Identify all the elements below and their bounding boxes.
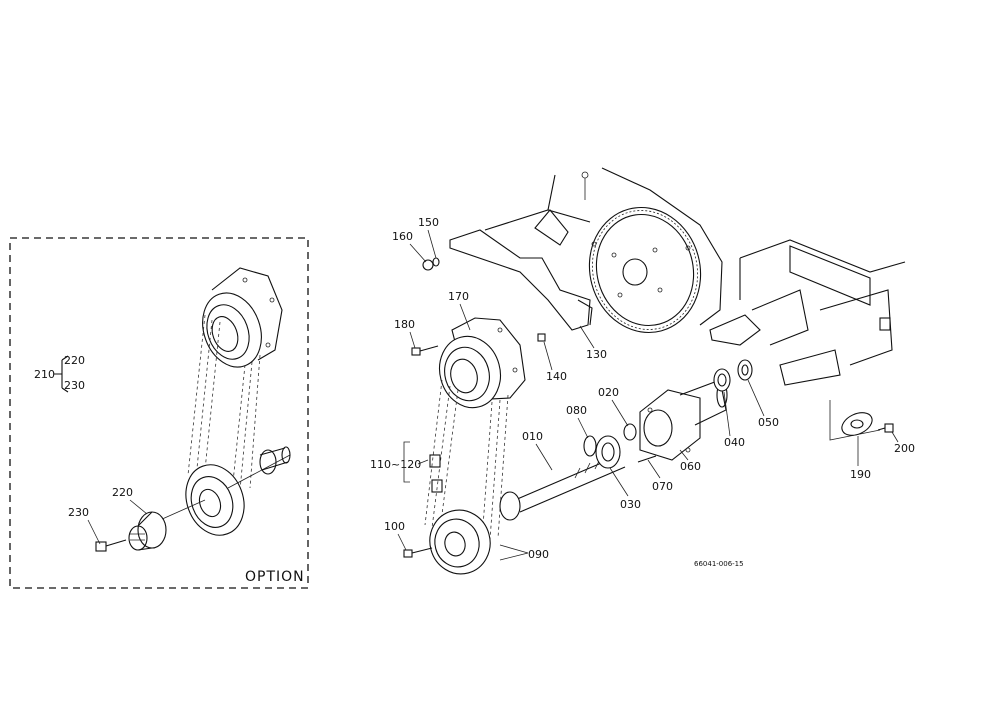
callout-100: 100 [384, 520, 405, 533]
bearing-030 [595, 435, 621, 469]
seal-050 [737, 359, 753, 381]
callout-010: 010 [522, 430, 543, 443]
upper-pulley-170 [439, 317, 526, 409]
bolt-100 [403, 549, 413, 558]
callout-070: 070 [652, 480, 673, 493]
callout-140: 140 [546, 370, 567, 383]
flywheel [588, 206, 702, 334]
option-belts [187, 314, 261, 493]
washer-150 [432, 257, 440, 267]
callout-030: 030 [620, 498, 641, 511]
callout-130: 130 [586, 348, 607, 361]
option-upper-pulley [202, 267, 283, 368]
option-lower-pulley [185, 464, 245, 536]
callout-220: 220 [112, 486, 133, 499]
callout-080: 080 [566, 404, 587, 417]
callout-050: 050 [758, 416, 779, 429]
option-label: OPTION [245, 569, 305, 585]
option-bolt [95, 539, 127, 552]
callout-190: 190 [850, 468, 871, 481]
callout-150: 150 [418, 216, 439, 229]
callout-110-120: 110~120 [370, 458, 421, 471]
callout-090: 090 [528, 548, 549, 561]
bolt-180 [411, 347, 421, 356]
main-assembly: 150 160 170 180 130 140 020 080 010 030 … [370, 167, 915, 575]
housing-060 [639, 379, 728, 461]
callout-170: 170 [448, 290, 469, 303]
callout-020: 020 [598, 386, 619, 399]
lower-pulley [429, 509, 491, 575]
option-box: OPTION [9, 237, 309, 589]
bearing-040 [713, 368, 731, 392]
engine-cover [484, 167, 723, 326]
callout-210: 210 [34, 368, 55, 381]
callout-040: 040 [724, 436, 745, 449]
ring-020 [623, 423, 637, 441]
option-hub [128, 511, 167, 551]
frame [709, 239, 906, 441]
callout-060: 060 [680, 460, 701, 473]
bracket-130 [449, 209, 593, 331]
bolt-200 [877, 423, 894, 433]
callout-180: 180 [394, 318, 415, 331]
drawing-reference: 66041-006-15 [694, 560, 744, 568]
bolt-140 [537, 333, 546, 342]
bolt-070 [637, 455, 657, 463]
callout-200: 200 [894, 442, 915, 455]
flange-190 [841, 412, 873, 436]
callout-230-group: 230 [64, 379, 85, 392]
ring-080 [583, 435, 597, 457]
nut-160 [422, 259, 434, 271]
option-coupling [259, 446, 291, 475]
callout-220-group: 220 [64, 354, 85, 367]
belts-090 [424, 379, 509, 541]
callout-230: 230 [68, 506, 89, 519]
callout-160: 160 [392, 230, 413, 243]
